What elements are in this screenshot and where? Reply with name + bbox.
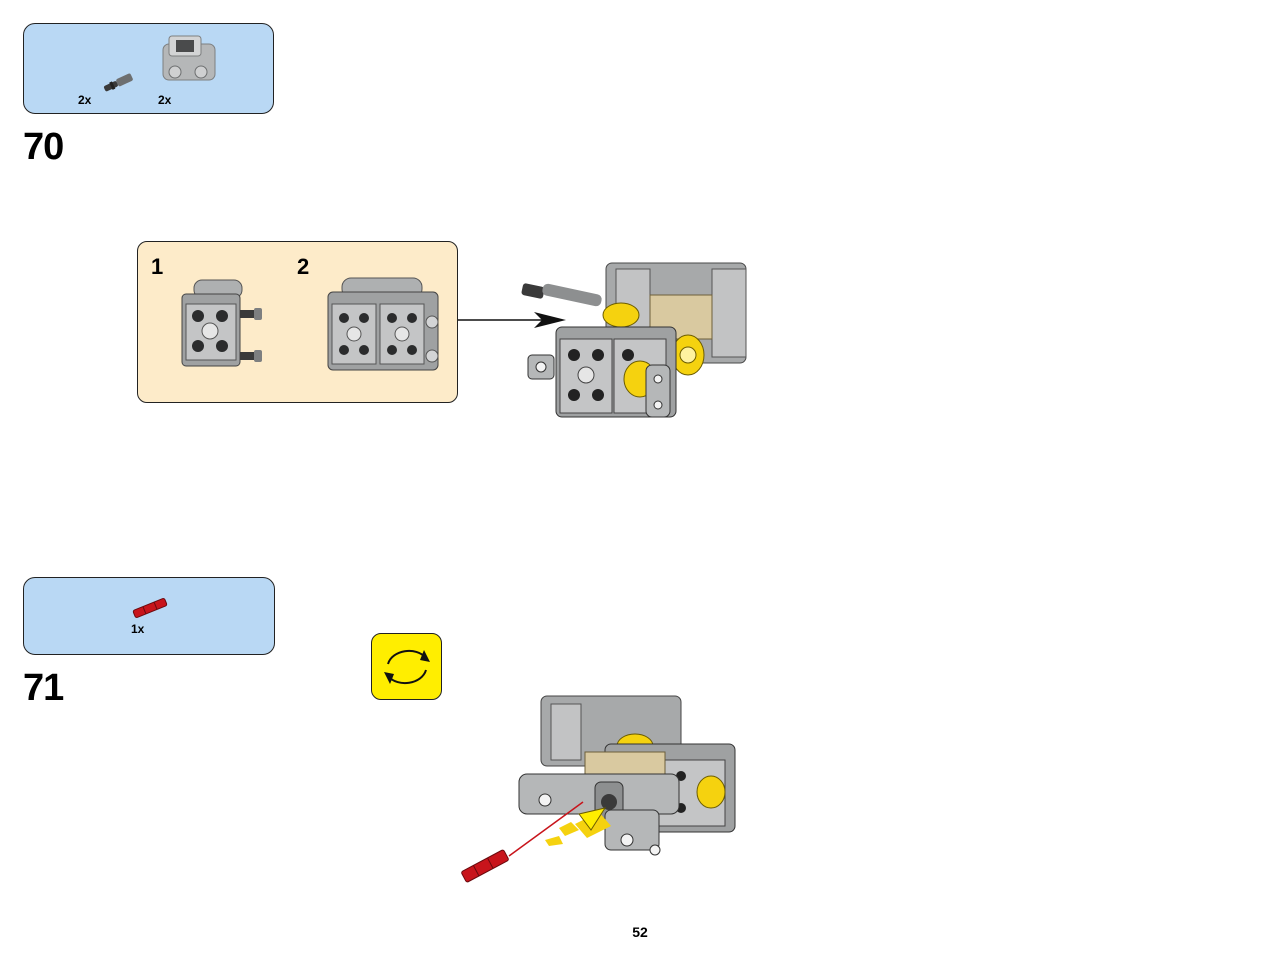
step-number: 71 — [23, 667, 64, 709]
double-engine-block-sub-assembly-icon — [327, 277, 439, 371]
engine-block-sub-assembly-icon — [181, 279, 262, 367]
parts-list-box: 2x 2x — [23, 23, 274, 114]
engine-model-icon — [521, 262, 747, 418]
red-axle-pin-part-icon — [132, 598, 168, 618]
grey-engine-block-part-icon — [162, 35, 216, 81]
sub-step-number: 1 — [151, 254, 164, 279]
page-number: 52 — [632, 924, 648, 940]
part-quantity: 1x — [131, 622, 145, 636]
sub-assembly-callout: 1 2 — [137, 241, 458, 403]
sub-step-number: 2 — [297, 254, 310, 279]
engine-model-rotated-icon — [461, 695, 736, 883]
step-number: 70 — [23, 126, 64, 168]
part-quantity: 2x — [78, 93, 92, 107]
rotate-model-icon — [371, 633, 442, 700]
callout-arrow-icon — [458, 312, 566, 328]
parts-list-box: 1x — [23, 577, 275, 655]
part-quantity: 2x — [158, 93, 172, 107]
axle-pin-part-icon — [103, 73, 133, 92]
